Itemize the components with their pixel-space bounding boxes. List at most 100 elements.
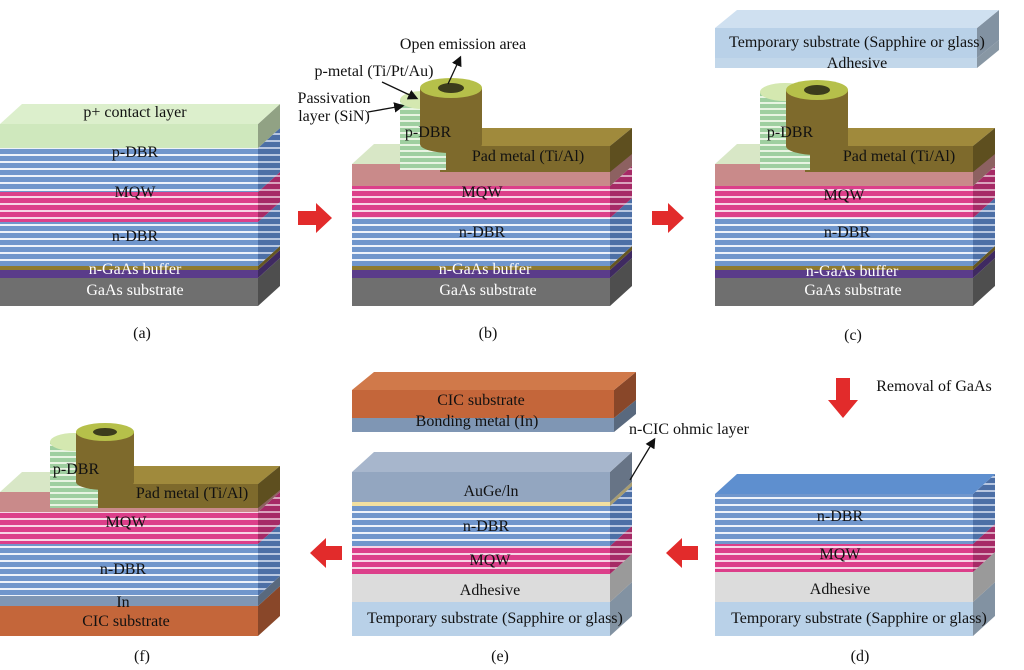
panel-b-buffer-front <box>352 270 610 278</box>
panel-c-buffer-side <box>973 250 995 278</box>
panel-c-temp-temp-side <box>977 10 999 58</box>
panel-b-pad-side <box>610 128 632 172</box>
panel-e-adhesive-label: Adhesive <box>459 582 521 599</box>
arrow-b-to-c <box>652 203 684 233</box>
panel-f-pad-side <box>258 466 280 508</box>
panel-e-cic-label: CIC substrate <box>437 392 525 409</box>
panel-f-in-front <box>0 596 258 606</box>
panel-f-in-label: In <box>116 594 130 611</box>
panel-e-mqw-label: MQW <box>469 552 511 569</box>
panel-c-etch-side <box>973 246 995 270</box>
panel-a-substrate-label: GaAs substrate <box>86 282 184 299</box>
panel-e-ndbr-front <box>352 506 610 546</box>
panel-c-buffer-front <box>715 270 973 278</box>
panel-e-adhesive-side <box>610 554 632 602</box>
panel-b-mqw-side <box>610 166 632 218</box>
panel-e-mqw-front <box>352 546 610 574</box>
panel-e-top-face <box>352 452 632 472</box>
panel-a-ndbr-side <box>258 202 280 266</box>
panel-a-buffer-label: n-GaAs buffer <box>88 261 182 278</box>
panel-d-adhesive-side <box>973 552 995 602</box>
panel-a-ndbr-front <box>0 222 258 266</box>
panel-c-ndbr-side <box>973 198 995 266</box>
panel-b-passivation-label-1: Passivation <box>297 90 371 107</box>
panel-d-caption: (d) <box>850 648 870 665</box>
panel-d-ndbr-front <box>715 494 973 544</box>
panel-c-pdbr-label: p-DBR <box>766 124 814 141</box>
panel-e-mqw-side <box>610 526 632 574</box>
panel-a-buffer-front <box>0 270 258 278</box>
panel-f-mqw-side <box>258 492 280 544</box>
panel-d-mqw-label: MQW <box>819 546 861 563</box>
panel-c-ndbr-label: n-DBR <box>823 224 871 241</box>
panel-a-top-face <box>0 104 280 124</box>
panel-b-substrate-side <box>610 258 632 306</box>
panel-b-emission-aperture <box>438 83 464 93</box>
panel-c-mqw-front <box>715 186 973 218</box>
panel-c-ndbr-front <box>715 218 973 266</box>
panel-d-adhesive-label: Adhesive <box>809 581 871 598</box>
panel-d-temp-front <box>715 602 973 636</box>
panel-c-buffer-label: n-GaAs buffer <box>805 263 899 280</box>
arrow-d-to-e <box>666 538 698 568</box>
panel-b-pmetal-ring-bottom <box>420 135 482 153</box>
panel-a-ndbr-label: n-DBR <box>111 228 159 245</box>
panel-a-mqw-label: MQW <box>114 184 156 201</box>
panel-b-open-emission-label: Open emission area <box>399 36 527 53</box>
panel-a-mqw-side <box>258 172 280 222</box>
panel-d-ndbr-label: n-DBR <box>816 508 864 525</box>
panel-e-temp-side <box>610 582 632 636</box>
panel-e-caption: (e) <box>491 648 509 665</box>
panel-b-pad-label: Pad metal (Ti/Al) <box>471 148 585 165</box>
panel-a-substrate-front <box>0 278 258 306</box>
panel-d-temp-label: Temporary substrate (Sapphire or glass) <box>731 610 987 627</box>
panel-c-pad-top <box>805 128 995 146</box>
panel-a-substrate-side <box>258 258 280 306</box>
panel-d-top-face <box>715 474 995 494</box>
panel-c-pmetal-ring-bottom <box>786 137 848 155</box>
panel-b-emission-arrow <box>447 55 462 85</box>
panel-e-auge-side <box>610 452 632 502</box>
panel-d-mqw-side <box>973 524 995 572</box>
panel-f-emission-aperture <box>93 428 117 436</box>
panel-e-auge-strip-front <box>352 502 610 506</box>
panel-f-pdbr-label: p-DBR <box>52 461 100 478</box>
panel-c-temp-adhesive-front <box>715 58 977 68</box>
panel-f-pad-label: Pad metal (Ti/Al) <box>135 485 249 502</box>
panel-b-buffer-label: n-GaAs buffer <box>438 261 532 278</box>
panel-c-adhesive-label: Adhesive <box>826 55 888 72</box>
panel-b-etch-side <box>610 246 632 270</box>
panel-e-cic-bonding-front <box>352 418 614 432</box>
panel-a-etch-side <box>258 246 280 270</box>
arrow-a-to-b <box>298 203 332 233</box>
panel-f-cic-label: CIC substrate <box>82 613 170 630</box>
panel-a-caption: (a) <box>133 325 151 342</box>
panel-e-cic-top-face <box>352 372 636 390</box>
panel-f-ndbr-label: n-DBR <box>99 561 147 578</box>
panel-b-etch-front <box>352 266 610 270</box>
panel-a-etch-front <box>0 266 258 270</box>
panel-b-ndbr-label: n-DBR <box>458 224 506 241</box>
panel-e-temp-label: Temporary substrate (Sapphire or glass) <box>367 610 623 627</box>
panel-a-pdbr-side <box>258 128 280 192</box>
panel-a-contact-label: p+ contact layer <box>83 104 187 121</box>
panel-b-ndbr-side <box>610 198 632 266</box>
panel-e-cic-cic-side <box>614 372 636 418</box>
panel-c-temp-adhesive-side <box>977 40 999 68</box>
panel-c-temp-temp-front <box>715 28 977 58</box>
panel-a-contact-front <box>0 124 258 148</box>
panel-b-buffer-side <box>610 250 632 278</box>
panel-e-ndbr-label: n-DBR <box>462 518 510 535</box>
panel-a-buffer-side <box>258 250 280 278</box>
panel-c-temp-label: Temporary substrate (Sapphire or glass) <box>729 34 985 51</box>
panel-b-passivation-label-2: layer (SiN) <box>298 108 370 125</box>
panel-d-temp-side <box>973 582 995 636</box>
arrow-e-to-f <box>310 538 342 568</box>
arrow-c-to-d <box>828 378 858 418</box>
panel-b-mqw-label: MQW <box>461 184 503 201</box>
panel-b-pmetal-label: p-metal (Ti/Pt/Au) <box>314 63 434 80</box>
panel-b-mqw-front <box>352 186 610 218</box>
panel-d-ndbr-side <box>973 474 995 544</box>
panel-e-adhesive-front <box>352 574 610 602</box>
